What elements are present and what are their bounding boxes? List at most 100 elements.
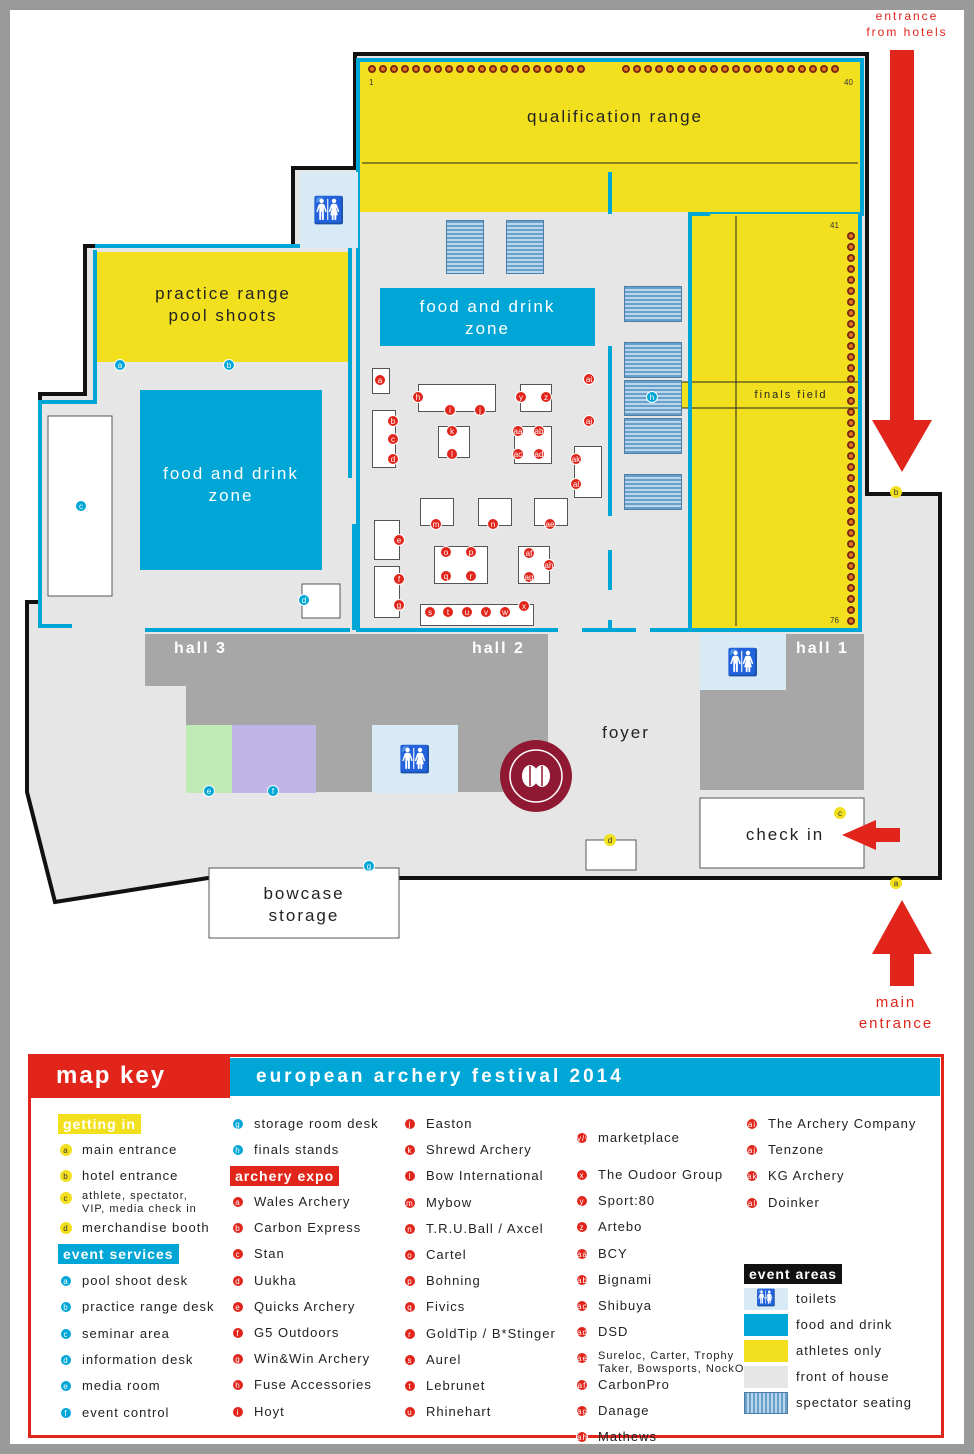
target-marker [847,584,855,592]
key-item-label: marketplace [598,1130,680,1145]
key-item-label: Mybow [426,1194,473,1210]
getting-in-marker-b[interactable]: b [890,486,902,498]
key-marker: b [60,1170,72,1182]
key-marker: d [60,1222,72,1234]
expo-marker-w[interactable]: w [499,606,511,618]
expo-marker-d[interactable]: d [387,453,399,465]
expo-marker-g[interactable]: g [393,599,405,611]
service-marker-h[interactable]: h [646,391,658,403]
expo-marker-af[interactable]: af [523,547,535,559]
expo-marker-m[interactable]: m [430,518,442,530]
expo-marker-ah[interactable]: ah [543,559,555,571]
expo-marker-p[interactable]: p [465,546,477,558]
key-marker: p [404,1275,416,1288]
key-item-label: Easton [426,1116,473,1131]
expo-marker-y[interactable]: y [515,391,527,403]
expo-marker-e[interactable]: e [393,534,405,546]
service-marker-d[interactable]: d [298,594,310,606]
hall-1-label: hall 1 [796,640,849,657]
expo-marker-x[interactable]: x [518,600,530,612]
service-marker-f[interactable]: f [267,785,279,797]
target-marker [412,65,420,73]
expo-marker-k[interactable]: k [446,425,458,437]
key-item-label: Bohning [426,1273,481,1289]
expo-marker-l[interactable]: l [446,448,458,460]
expo-marker-ak[interactable]: ak [570,453,582,465]
expo-marker-h[interactable]: h [412,391,424,403]
toilets-foyer: 🚻 [372,725,458,793]
expo-marker-r[interactable]: r [465,570,477,582]
key-marker: ai [746,1118,758,1130]
qualification-range-label: qualification range [527,107,703,126]
key-item-label: Mathews [598,1429,658,1444]
service-marker-e[interactable]: e [203,785,215,797]
key-item-label: Cartel [426,1247,467,1262]
target-marker [544,65,552,73]
seating-block [624,286,682,322]
expo-marker-s[interactable]: s [424,606,436,618]
key-marker: ak [746,1170,758,1183]
expo-marker-al[interactable]: al [570,478,582,490]
expo-marker-a[interactable]: a [374,374,386,386]
target-marker [776,65,784,73]
target-marker [847,540,855,548]
key-marker: s [404,1353,416,1366]
target-marker [820,65,828,73]
expo-marker-b[interactable]: b [387,415,399,427]
expo-marker-o[interactable]: o [440,546,452,558]
target-marker [847,353,855,361]
getting-in-marker-a[interactable]: a [890,877,902,889]
event-control-area [232,725,316,793]
expo-marker-q[interactable]: q [440,570,452,582]
event-area-label: athletes only [796,1343,882,1358]
expo-marker-ai[interactable]: ai [583,373,595,385]
target-marker [847,496,855,504]
arrow-up-icon [872,900,932,986]
key-item-label: Artebo [598,1219,643,1235]
expo-marker-i[interactable]: i [444,404,456,416]
expo-marker-t[interactable]: t [442,606,454,618]
target-marker [743,65,751,73]
key-marker: a [60,1275,72,1287]
service-marker-a[interactable]: a [114,359,126,371]
service-marker-b[interactable]: b [223,359,235,371]
getting-in-marker-c[interactable]: c [834,807,846,819]
expo-marker-ab[interactable]: ab [533,425,545,437]
target-marker [847,474,855,482]
expo-marker-ag[interactable]: ag [523,571,535,583]
expo-marker-z[interactable]: z [540,391,552,403]
key-item-label: T.R.U.Ball / Axcel [426,1220,544,1236]
expo-marker-ae[interactable]: ae [544,518,556,530]
key-item-label: Tenzone [768,1142,825,1158]
expo-marker-aa[interactable]: aa [512,425,524,437]
expo-marker-ac[interactable]: ac [512,448,524,460]
key-item-label: Sport:80 [598,1193,656,1209]
target-marker [847,309,855,317]
map-key-title-bar [28,1054,230,1098]
target-marker [798,65,806,73]
expo-marker-c[interactable]: c [387,433,399,445]
expo-marker-aj[interactable]: aj [583,415,595,427]
qualification-targets-right [622,65,839,73]
service-marker-c[interactable]: c [75,500,87,512]
color-swatch [744,1314,788,1336]
target-marker [847,331,855,339]
key-item-label: Fuse Accessories [254,1377,372,1393]
expo-marker-u[interactable]: u [461,606,473,618]
expo-marker-v[interactable]: v [480,606,492,618]
service-marker-g[interactable]: g [363,860,375,872]
target-marker [847,397,855,405]
expo-marker-ad[interactable]: ad [533,448,545,460]
expo-marker-n[interactable]: n [487,518,499,530]
expo-marker-j[interactable]: j [474,404,486,416]
expo-marker-f[interactable]: f [393,573,405,585]
getting-in-marker-d[interactable]: d [604,834,616,846]
